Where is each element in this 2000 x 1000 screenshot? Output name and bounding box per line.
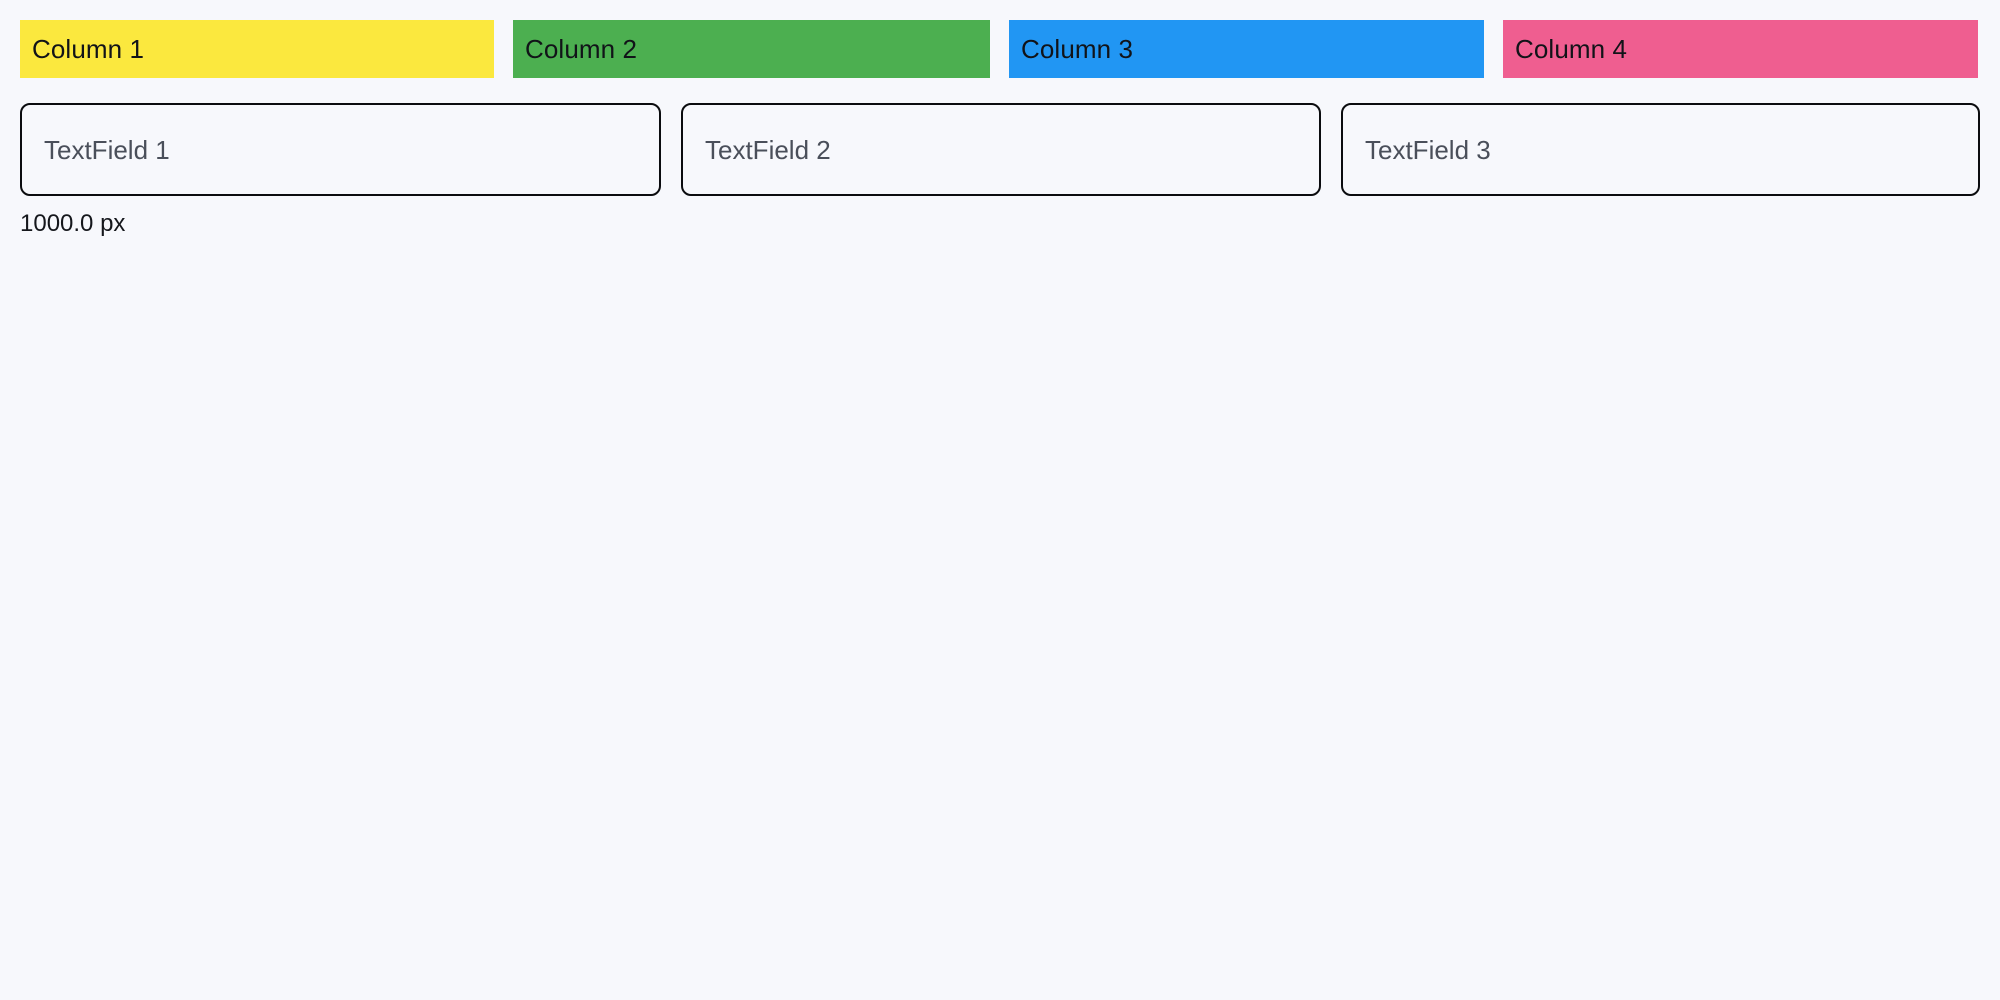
column-block-3[interactable]: Column 3	[1009, 20, 1484, 78]
column-block-2[interactable]: Column 2	[513, 20, 990, 78]
text-field-2-placeholder: TextField 2	[705, 134, 831, 165]
column-block-4-label: Column 4	[1515, 34, 1628, 64]
column-block-2-label: Column 2	[525, 34, 638, 64]
text-field-3[interactable]: TextField 3	[1341, 103, 1980, 196]
column-block-3-label: Column 3	[1021, 34, 1134, 64]
text-fields-row: TextField 1 TextField 2 TextField 3	[20, 103, 1980, 196]
column-block-1[interactable]: Column 1	[20, 20, 494, 78]
column-block-1-label: Column 1	[32, 34, 145, 64]
text-field-1-placeholder: TextField 1	[44, 134, 170, 165]
text-field-1[interactable]: TextField 1	[20, 103, 661, 196]
text-field-3-placeholder: TextField 3	[1365, 134, 1491, 165]
size-status-label: 1000.0 px	[20, 210, 126, 237]
column-block-4[interactable]: Column 4	[1503, 20, 1978, 78]
text-field-2[interactable]: TextField 2	[681, 103, 1321, 196]
columns-row: Column 1 Column 2 Column 3 Column 4	[20, 20, 1980, 78]
